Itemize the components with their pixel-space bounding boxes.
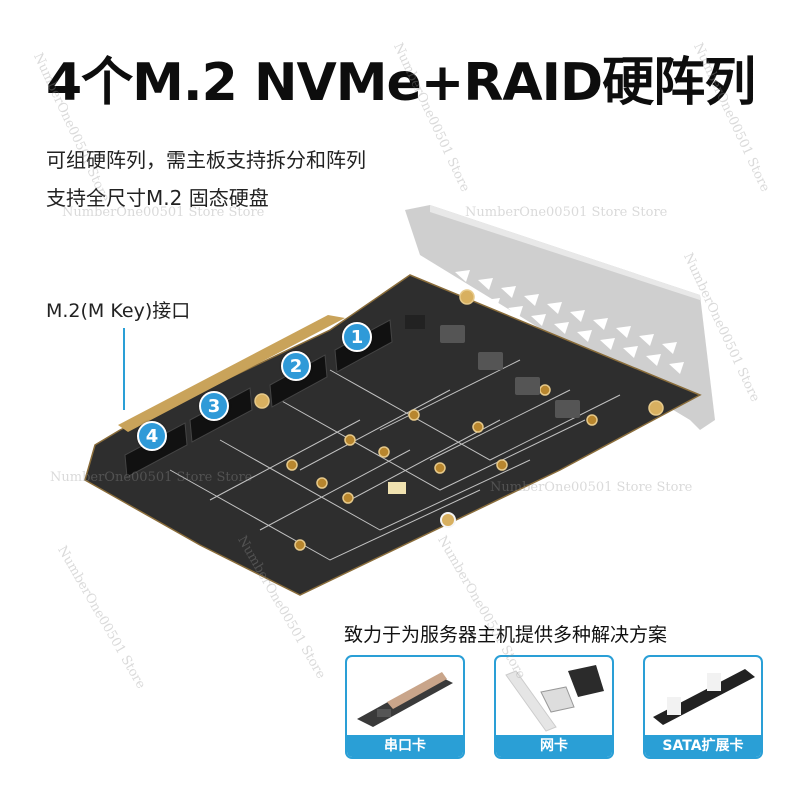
sata-card-image [653,669,755,725]
gold-fingers [118,315,345,432]
callout-pointer-line [123,328,125,410]
slot-badge-1: 1 [342,322,372,352]
slot-badge-4: 4 [137,421,167,451]
product-card-network[interactable]: 网卡 [494,655,614,759]
network-card-image [505,665,604,732]
product-card-sata[interactable]: SATA扩展卡 [643,655,763,759]
solutions-heading: 致力于为服务器主机提供多种解决方案 [344,624,668,646]
m2-interface-callout: M.2(M Key)接口 [46,300,191,322]
slot-badge-3: 3 [199,391,229,421]
serial-card-image [357,672,453,727]
network-card-label: 网卡 [496,735,612,757]
product-card-serial[interactable]: 串口卡 [345,655,465,759]
related-products-row: 串口卡 网卡 SATA扩展卡 [345,655,763,759]
subtitle-line-1: 可组硬阵列，需主板支持拆分和阵列 [46,148,366,172]
sata-card-label: SATA扩展卡 [645,735,761,757]
headline-title: 4个M.2 NVMe+RAID硬阵列 [46,53,756,113]
serial-card-label: 串口卡 [347,735,463,757]
subtitle-line-2: 支持全尺寸M.2 固态硬盘 [46,186,269,210]
slot-badge-2: 2 [281,351,311,381]
